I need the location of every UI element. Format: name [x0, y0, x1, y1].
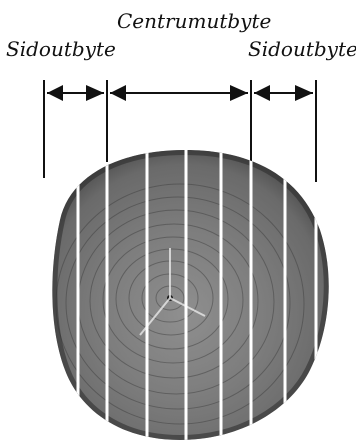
label-left-side-cut: Sidoutbyte: [6, 37, 116, 61]
label-right-side-cut: Sidoutbyte: [248, 37, 356, 61]
log-cross-section: [40, 140, 340, 443]
label-center-cut: Centrumutbyte: [117, 9, 271, 33]
